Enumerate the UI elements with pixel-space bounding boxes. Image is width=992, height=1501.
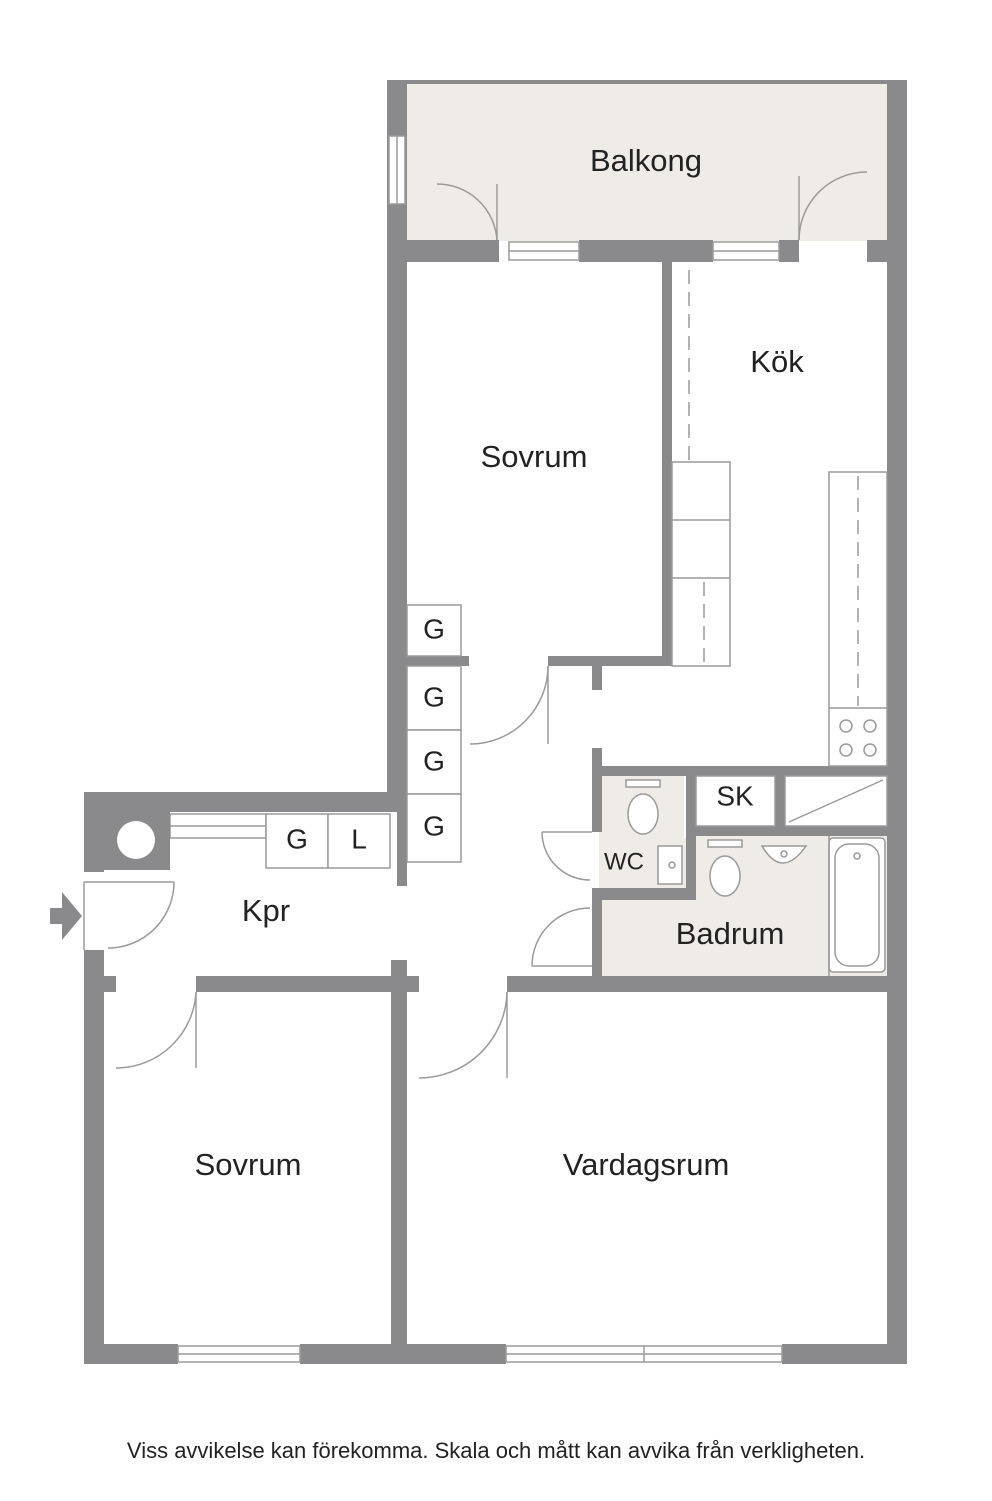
room-label-bathroom: Badrum (676, 916, 785, 951)
room-label-hall: Kpr (242, 893, 290, 928)
windows (169, 135, 783, 1363)
entrance-arrow-icon (50, 892, 82, 940)
wardrobe-label: G (423, 681, 445, 712)
bathroom-fixtures (625, 779, 886, 976)
kitchen-fixtures (671, 270, 888, 767)
wardrobe-label: G (286, 823, 308, 854)
cleaning-closet-label: SK (716, 780, 754, 811)
room-label-balcony: Balkong (590, 143, 702, 178)
closets (265, 604, 888, 869)
balcony-floor (405, 84, 887, 241)
room-label-wc: WC (604, 848, 644, 875)
wardrobe-label: G (423, 810, 445, 841)
room-label-bedroom-lower: Sovrum (195, 1147, 302, 1182)
room-label-kitchen: Kök (750, 344, 804, 379)
wardrobe-label: G (423, 613, 445, 644)
disclaimer-text: Viss avvikelse kan förekomma. Skala och … (126, 1438, 866, 1463)
linen-closet-label: L (351, 823, 367, 854)
chimney-icon (117, 821, 155, 859)
room-label-living-room: Vardagsrum (563, 1147, 730, 1182)
wardrobe-label: G (423, 745, 445, 776)
room-label-bedroom-upper: Sovrum (481, 439, 588, 474)
walls (84, 80, 907, 1364)
doors (83, 171, 868, 1079)
